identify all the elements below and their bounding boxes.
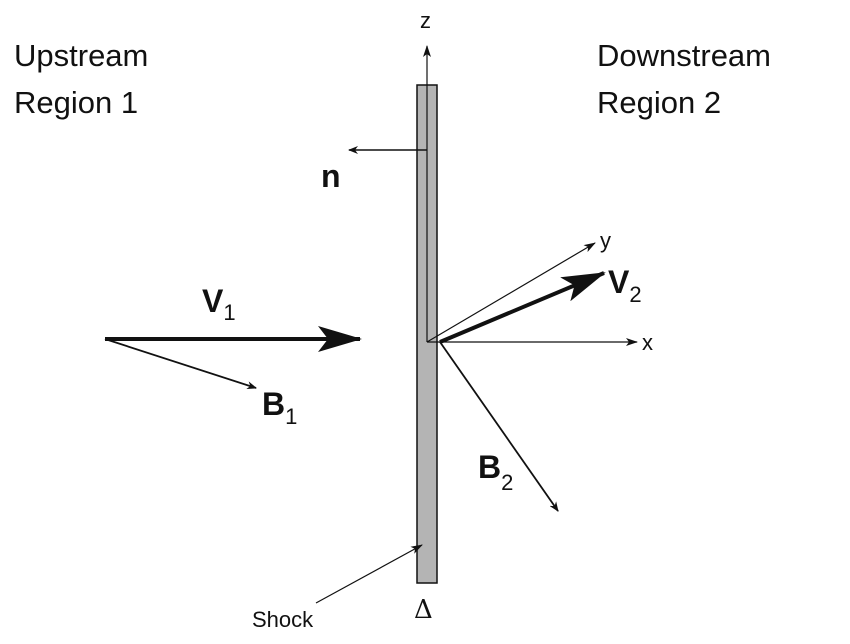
shock-pointer-arrow (315, 544, 423, 604)
normal-vector-label: n (321, 158, 341, 194)
thickness-label: Δ (414, 595, 433, 625)
upstream-region-label: Region 1 (14, 85, 138, 120)
v1-label: V1 (202, 283, 236, 325)
shock-label: Shock (252, 607, 314, 632)
upstream-label: Upstream (14, 38, 148, 73)
b1-label: B1 (262, 386, 297, 429)
z-axis-label: z (420, 8, 431, 33)
v2-label: V2 (608, 264, 642, 307)
b2-label: B2 (478, 449, 513, 495)
b2-vector (439, 341, 559, 512)
y-axis-label: y (600, 228, 611, 253)
downstream-label: Downstream (597, 38, 771, 73)
downstream-region-label: Region 2 (597, 85, 721, 120)
v2-vector (439, 271, 606, 344)
b1-vector (104, 338, 257, 390)
y-axis (426, 242, 596, 343)
x-axis-label: x (642, 330, 653, 355)
